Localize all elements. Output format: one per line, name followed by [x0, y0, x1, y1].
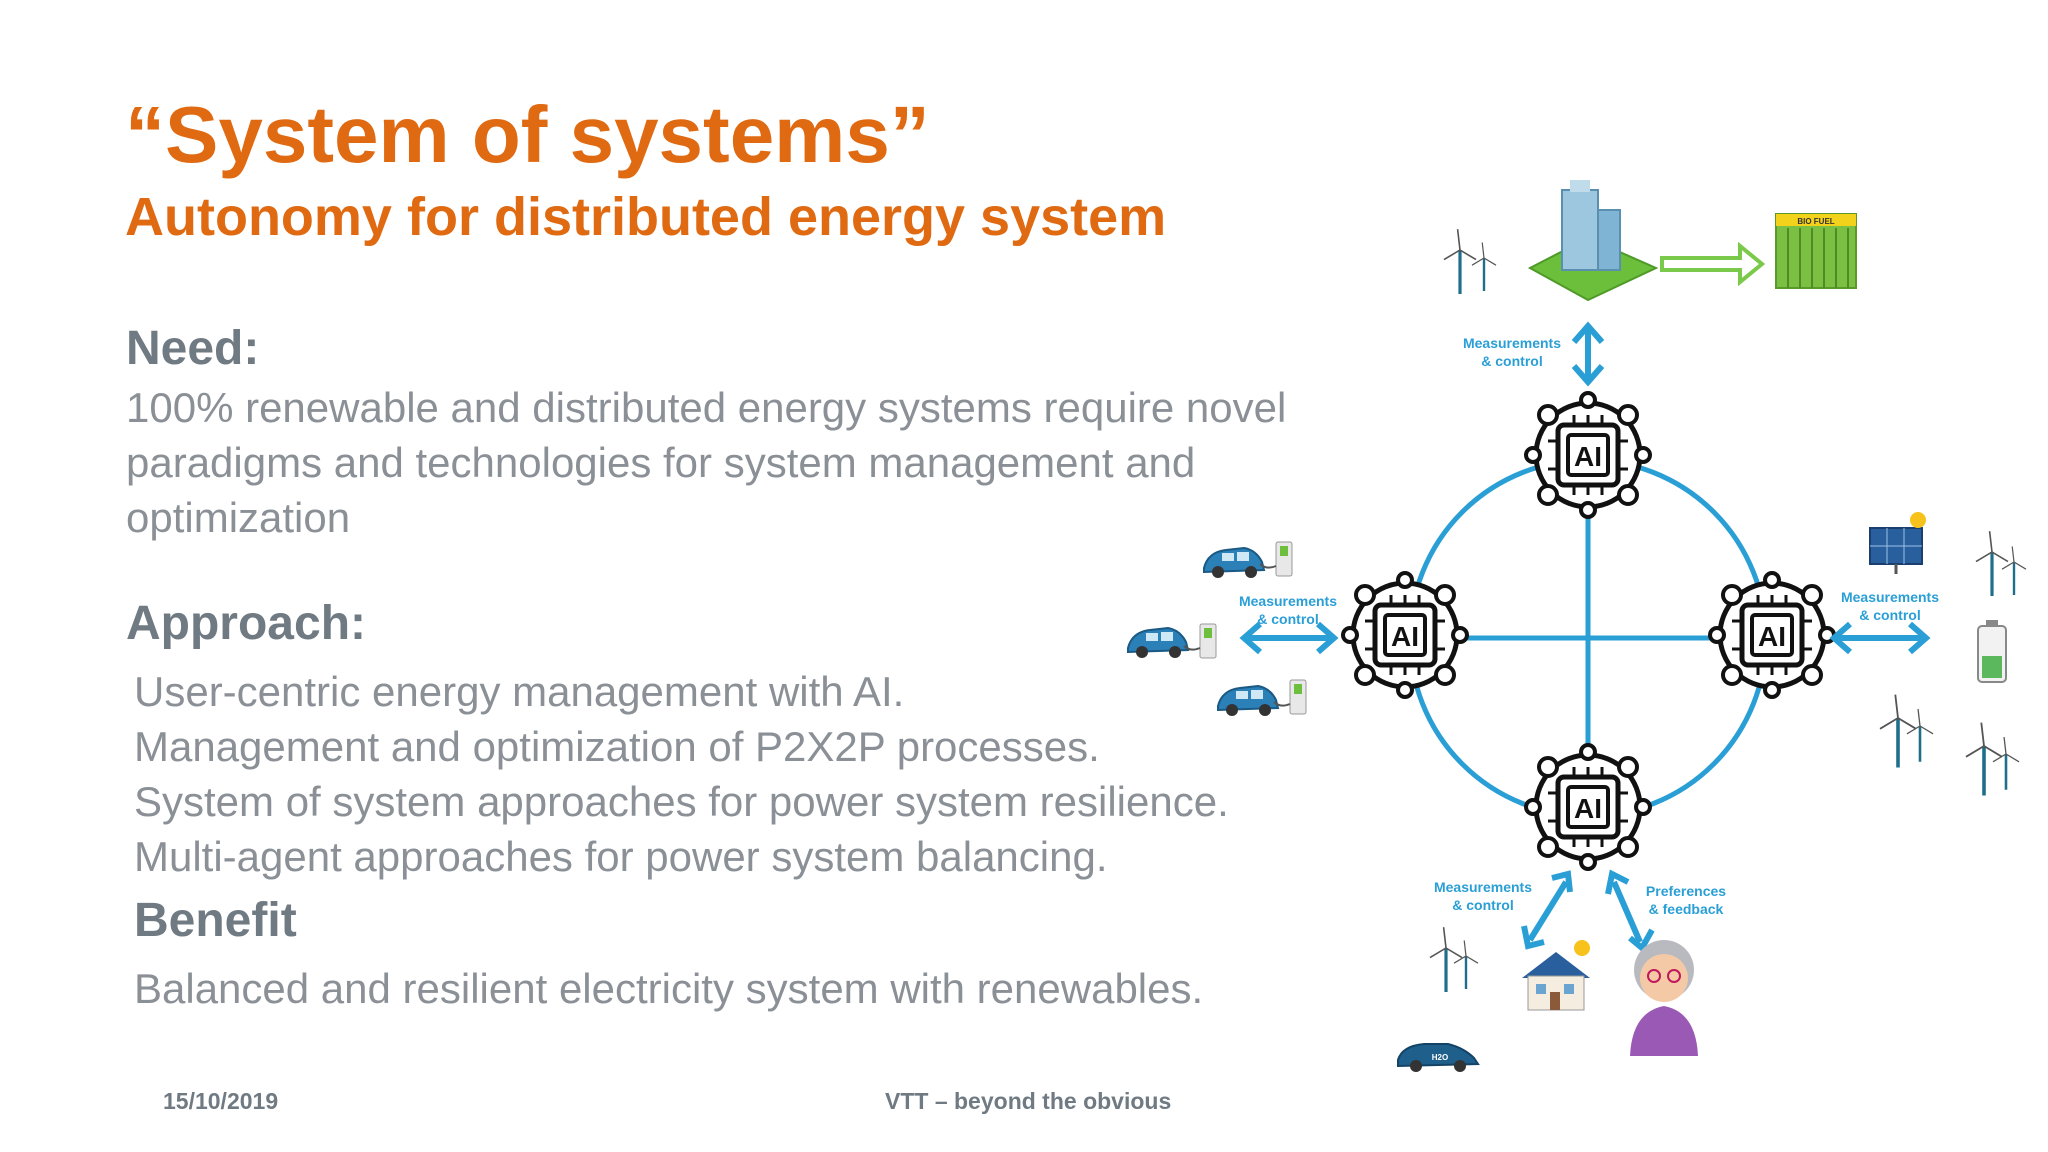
ai-label: AI	[1574, 793, 1602, 824]
ai-label: AI	[1391, 621, 1419, 652]
ai-agent-top: AI	[1526, 393, 1650, 517]
need-line: optimization	[126, 494, 351, 541]
footer-date: 15/10/2019	[163, 1088, 279, 1114]
left-measurements-label: Measurements	[1239, 593, 1337, 609]
energy-system-diagram: AI AI AI AI BIO FUEL Measure	[1127, 180, 2028, 1072]
double-arrow-left	[1239, 621, 1339, 655]
bottom-control-label: & control	[1452, 897, 1513, 913]
wind-turbine-icon	[1991, 735, 2021, 792]
battery-icon	[1977, 620, 2007, 683]
ai-label: AI	[1574, 441, 1602, 472]
top-control-label: & control	[1481, 353, 1542, 369]
preferences-label: Preferences	[1646, 883, 1726, 899]
electric-car-icon	[1203, 547, 1265, 579]
right-control-label: & control	[1859, 607, 1920, 623]
p2x-plant-icon	[1527, 180, 1659, 302]
ai-agent-bottom: AI	[1526, 745, 1650, 869]
ai-agent-left: AI	[1343, 573, 1467, 697]
bottom-measurements-label: Measurements	[1434, 879, 1532, 895]
user-avatar-icon	[1630, 940, 1698, 1056]
ai-label: AI	[1758, 621, 1786, 652]
arrow-to-biofuel-icon	[1660, 241, 1766, 287]
wind-turbine-icon	[1452, 939, 1480, 991]
h2o-label: H2O	[1432, 1053, 1448, 1062]
need-line: 100% renewable and distributed energy sy…	[126, 384, 1287, 431]
solar-panel-icon	[1869, 512, 1926, 574]
benefit-text: Balanced and resilient electricity syste…	[134, 961, 1203, 1016]
slide-title: “System of systems”	[125, 90, 930, 179]
wind-turbine-icon	[1470, 241, 1498, 293]
left-control-label: & control	[1257, 611, 1318, 627]
wind-turbine-icon	[1428, 925, 1464, 994]
ai-agent-right: AI	[1710, 573, 1834, 697]
top-measurements-label: Measurements	[1463, 335, 1561, 351]
wind-turbine-icon	[2000, 545, 2028, 597]
approach-item: User-centric energy management with AI.	[134, 668, 905, 715]
approach-list: User-centric energy management with AI. …	[134, 664, 1229, 884]
double-arrow-bottom-right	[1605, 869, 1655, 953]
approach-heading: Approach:	[126, 597, 366, 650]
double-arrow-bottom-left	[1521, 870, 1573, 950]
need-text: 100% renewable and distributed energy sy…	[126, 380, 1286, 545]
ev-charger-icon	[1183, 623, 1217, 659]
wind-turbine-icon	[1974, 529, 2010, 598]
double-arrow-right	[1829, 621, 1931, 655]
feedback-label: & feedback	[1649, 901, 1724, 917]
double-arrow-top	[1571, 321, 1605, 387]
benefit-heading: Benefit	[134, 894, 297, 947]
house-icon	[1522, 940, 1590, 1011]
need-line: paradigms and technologies for system ma…	[126, 439, 1196, 486]
footer-tagline: VTT – beyond the obvious	[885, 1088, 1172, 1114]
benefit-line: Balanced and resilient electricity syste…	[134, 965, 1204, 1012]
approach-item: Multi-agent approaches for power system …	[134, 833, 1108, 880]
approach-item: System of system approaches for power sy…	[134, 778, 1229, 825]
wind-turbine-icon	[1442, 227, 1478, 296]
right-measurements-label: Measurements	[1841, 589, 1939, 605]
wind-turbine-icon	[1905, 707, 1935, 764]
need-heading: Need:	[126, 322, 260, 375]
electric-car-icon	[1127, 627, 1189, 659]
bio-fuel-label: BIO FUEL	[1797, 217, 1834, 226]
hydrogen-car-icon: H2O	[1397, 1043, 1480, 1072]
approach-item: Management and optimization of P2X2P pro…	[134, 723, 1100, 770]
slide-subtitle: Autonomy for distributed energy system	[125, 187, 1167, 247]
biofuel-tank-icon: BIO FUEL	[1775, 213, 1857, 289]
electric-car-icon	[1217, 685, 1279, 717]
